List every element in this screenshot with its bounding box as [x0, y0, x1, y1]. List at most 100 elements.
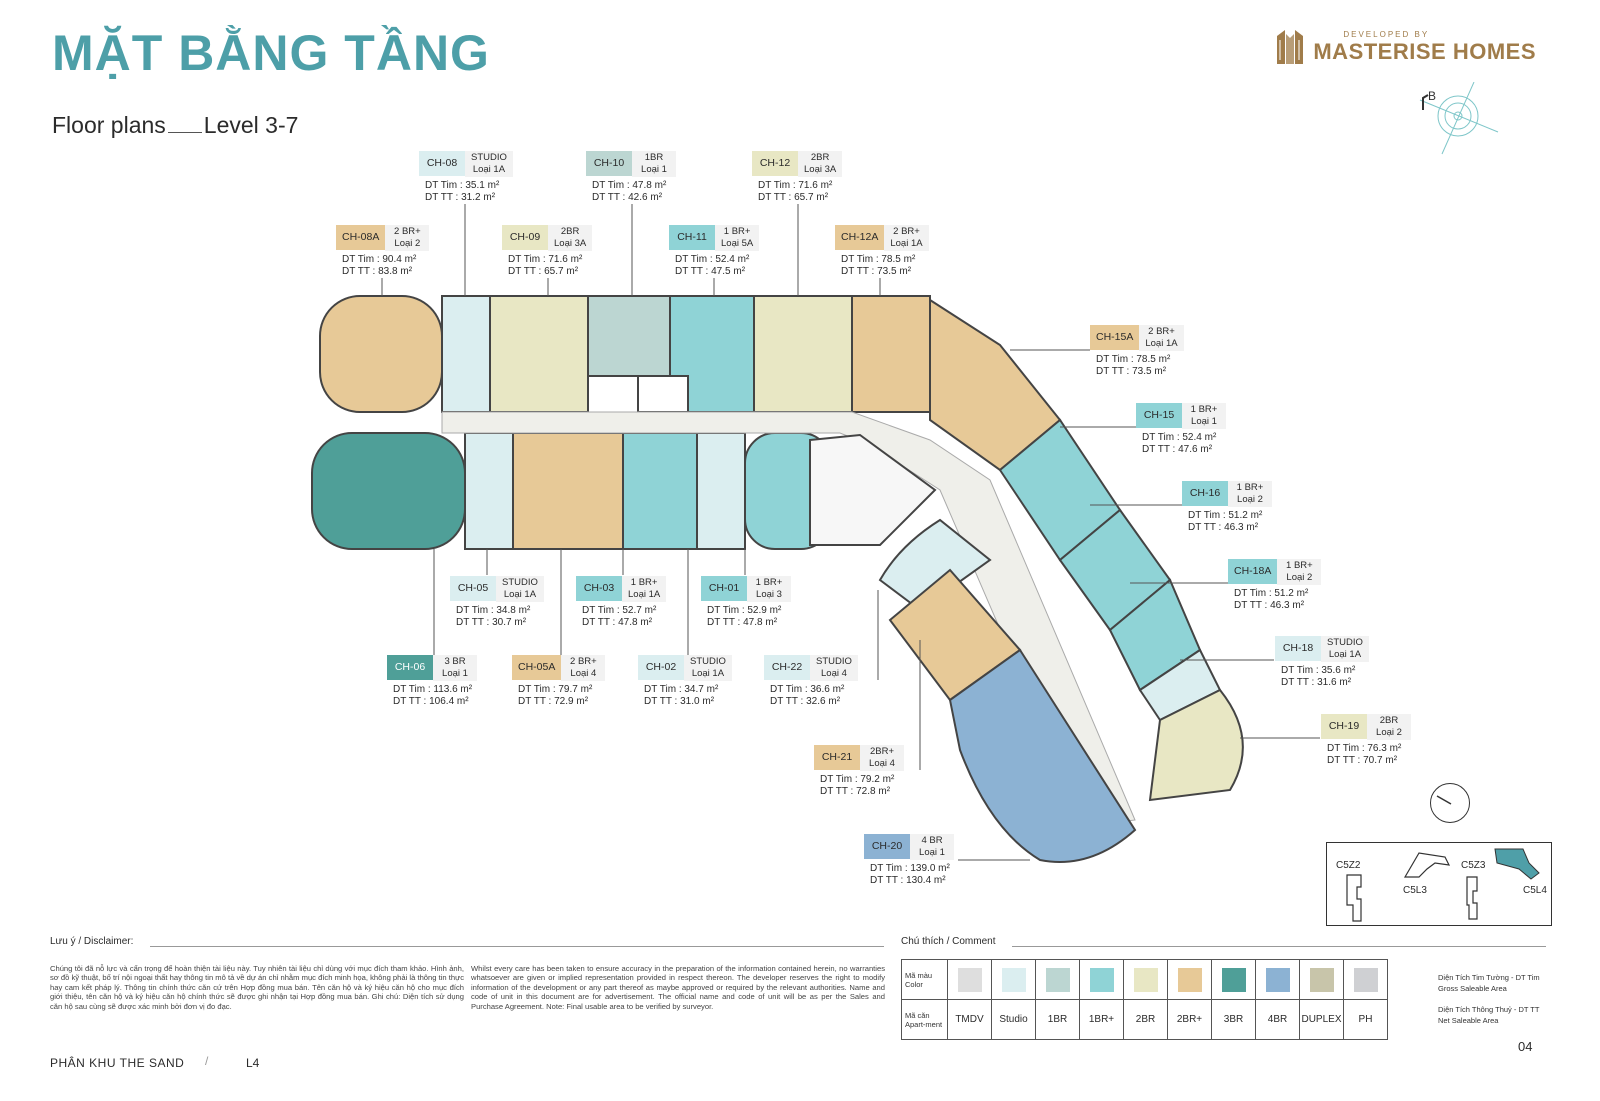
unit-type: 2 BR+Loại 4	[561, 655, 606, 681]
subtitle-level: Level 3-7	[203, 112, 299, 138]
unit-ch-05	[464, 432, 514, 550]
disclaimer-en: Whilst every care has been taken to ensu…	[471, 964, 885, 1011]
unit-ch-18	[1138, 648, 1222, 722]
legend-type-4br: 4BR	[1255, 999, 1300, 1040]
unit-type: 1 BR+Loại 1	[1182, 403, 1226, 429]
unit-ch-21	[888, 568, 1022, 702]
unit-type: 2 BR+Loại 2	[385, 225, 430, 251]
footer-level: L4	[246, 1056, 260, 1070]
unit-ch-16	[1058, 508, 1172, 632]
legend-type-3br: 3BR	[1211, 999, 1256, 1040]
unit-type: 2 BR+Loại 1A	[884, 225, 929, 251]
unit-ch-15	[998, 418, 1122, 562]
keymap-label-c5z3: C5Z3	[1461, 860, 1486, 871]
unit-code: CH-03	[576, 576, 622, 601]
unit-ch-10	[587, 295, 671, 377]
unit-ch-15a	[929, 298, 1062, 472]
legend-divider	[1012, 946, 1546, 947]
unit-type: 1 BR+Loại 2	[1277, 559, 1322, 585]
unit-ch-12	[753, 295, 853, 413]
unit-ch-08	[441, 295, 491, 413]
swatch-ph	[1353, 967, 1378, 992]
swatch-1br-plus	[1089, 967, 1114, 992]
unit-code: CH-18A	[1228, 559, 1278, 584]
unit-code: CH-12	[752, 151, 798, 176]
unit-code: CH-05	[450, 576, 496, 601]
unit-ch-08a	[319, 295, 443, 413]
brand-tagline: DEVELOPED BY	[1343, 29, 1430, 39]
unit-ch-03	[622, 432, 698, 550]
swatch-tmdv	[957, 967, 982, 992]
swatch-3br	[1221, 967, 1246, 992]
legend-type-tmdv: TMDV	[947, 999, 992, 1040]
unit-code: CH-08A	[336, 225, 386, 250]
unit-type: 2BR+Loại 4	[860, 745, 904, 771]
unit-ch-22	[878, 518, 992, 612]
legend-type-2br-plus: 2BR+	[1167, 999, 1212, 1040]
keymap-label-c5z2: C5Z2	[1336, 860, 1361, 871]
key-map: C5Z2 C5L3 C5Z3 C5L4	[1326, 842, 1552, 926]
core	[809, 433, 937, 546]
unit-code: CH-12A	[835, 225, 885, 250]
unit-ch-18a	[1108, 578, 1202, 692]
unit-ch-12a	[851, 295, 931, 413]
swatch-2br	[1133, 967, 1158, 992]
legend-type-ph: PH	[1343, 999, 1388, 1040]
legend-title: Chú thích / Comment	[901, 936, 996, 947]
unit-ch-20	[948, 648, 1137, 863]
unit-ch-01	[744, 432, 832, 550]
legend-type-studio: Studio	[991, 999, 1036, 1040]
unit-code: CH-22	[764, 655, 810, 680]
brand-logo: DEVELOPED BY MASTERISE HOMES	[1275, 28, 1536, 66]
orientation-dial-icon	[1430, 783, 1470, 823]
unit-code: CH-18	[1275, 636, 1321, 661]
unit-type: 1 BR+Loại 2	[1228, 481, 1272, 507]
